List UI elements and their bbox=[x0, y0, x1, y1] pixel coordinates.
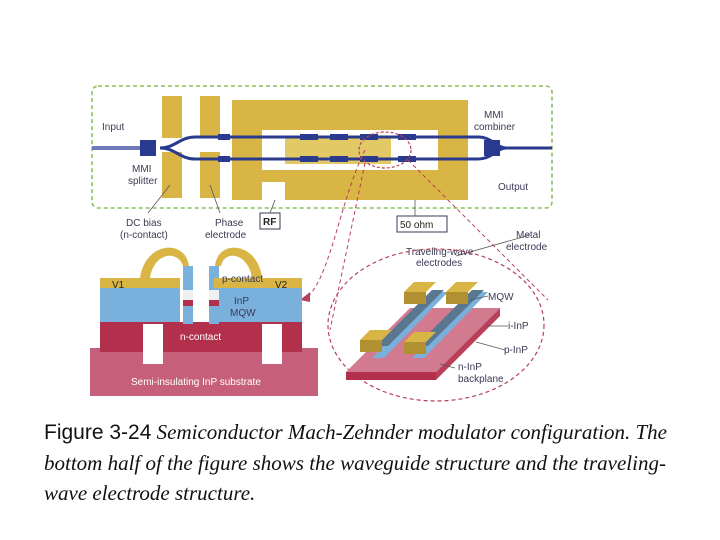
ohm50-pad bbox=[396, 215, 448, 233]
n-inp-label-2: backplane bbox=[458, 374, 504, 385]
figure-caption: Figure 3-24 Semiconductor Mach-Zehnder m… bbox=[44, 417, 684, 508]
figure-number: Figure 3-24 bbox=[44, 421, 152, 444]
phase-electrode-label-1: Phase bbox=[215, 218, 244, 229]
layer-callouts bbox=[439, 295, 508, 369]
v2-label: V2 bbox=[275, 280, 288, 291]
p-contact-label: p-contact bbox=[222, 274, 263, 285]
metal-electrode-label-2: electrode bbox=[506, 242, 548, 253]
n-inp-label-1: n-InP bbox=[458, 362, 482, 373]
caption-text: Semiconductor Mach-Zehnder modulator con… bbox=[44, 420, 667, 505]
dc-bias-label-2: (n-contact) bbox=[120, 230, 168, 241]
n-contact-label: n-contact bbox=[180, 332, 221, 343]
input-label: Input bbox=[102, 122, 124, 133]
v1-label: V1 bbox=[112, 280, 125, 291]
mmi-splitter-label-1: MMI bbox=[132, 164, 151, 175]
cross-section bbox=[90, 247, 318, 396]
mmi-splitter-label-2: splitter bbox=[128, 176, 158, 187]
traveling-wave-label-2: electrodes bbox=[416, 258, 462, 269]
rf-label: RF bbox=[263, 217, 276, 228]
mqw-label: MQW bbox=[230, 308, 256, 319]
output-label: Output bbox=[498, 182, 528, 193]
zoom-arrowhead bbox=[300, 292, 310, 302]
i-inp-label: i-InP bbox=[508, 321, 529, 332]
mmi-splitter-block bbox=[140, 140, 156, 156]
dc-bias-electrodes bbox=[162, 96, 220, 198]
traveling-wave-label-1: Traveling-wave bbox=[406, 247, 474, 258]
p-inp-label: p-InP bbox=[504, 345, 528, 356]
inp-label: InP bbox=[234, 296, 249, 307]
mmi-combiner-label-1: MMI bbox=[484, 110, 503, 121]
zoom-ellipse bbox=[327, 248, 545, 402]
traveling-wave-3d bbox=[346, 282, 500, 380]
zoom-highlight-circle bbox=[358, 131, 412, 169]
metal-electrode-label-1: Metal bbox=[516, 230, 540, 241]
ohm50-label: 50 ohm bbox=[400, 220, 433, 231]
mqw-3d-label: MQW bbox=[488, 292, 514, 303]
mmi-combiner-label-2: combiner bbox=[474, 122, 516, 133]
phase-electrode-label-2: electrode bbox=[205, 230, 247, 241]
substrate-label: Semi-insulating InP substrate bbox=[131, 377, 261, 388]
zoom-lines bbox=[305, 149, 549, 331]
mmi-combiner-block bbox=[484, 140, 500, 156]
mach-zehnder-diagram: RF 50 ohm Input MMI splitter MMI combine… bbox=[90, 85, 553, 402]
dc-bias-label-1: DC bias bbox=[126, 218, 162, 229]
